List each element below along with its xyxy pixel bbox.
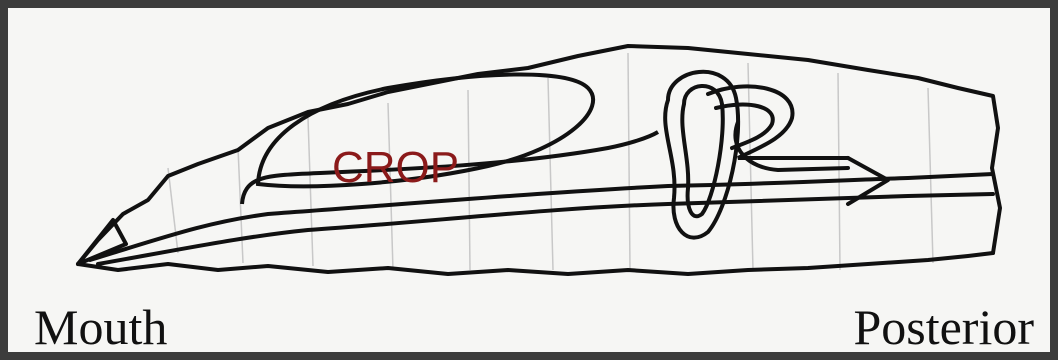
body-segments <box>168 53 933 270</box>
gut-tube <box>90 158 993 264</box>
mouth-label: Mouth <box>34 302 167 352</box>
posterior-label: Posterior <box>853 302 1034 352</box>
intestinal-loop <box>665 72 848 238</box>
crop-label: CROP <box>332 146 459 190</box>
